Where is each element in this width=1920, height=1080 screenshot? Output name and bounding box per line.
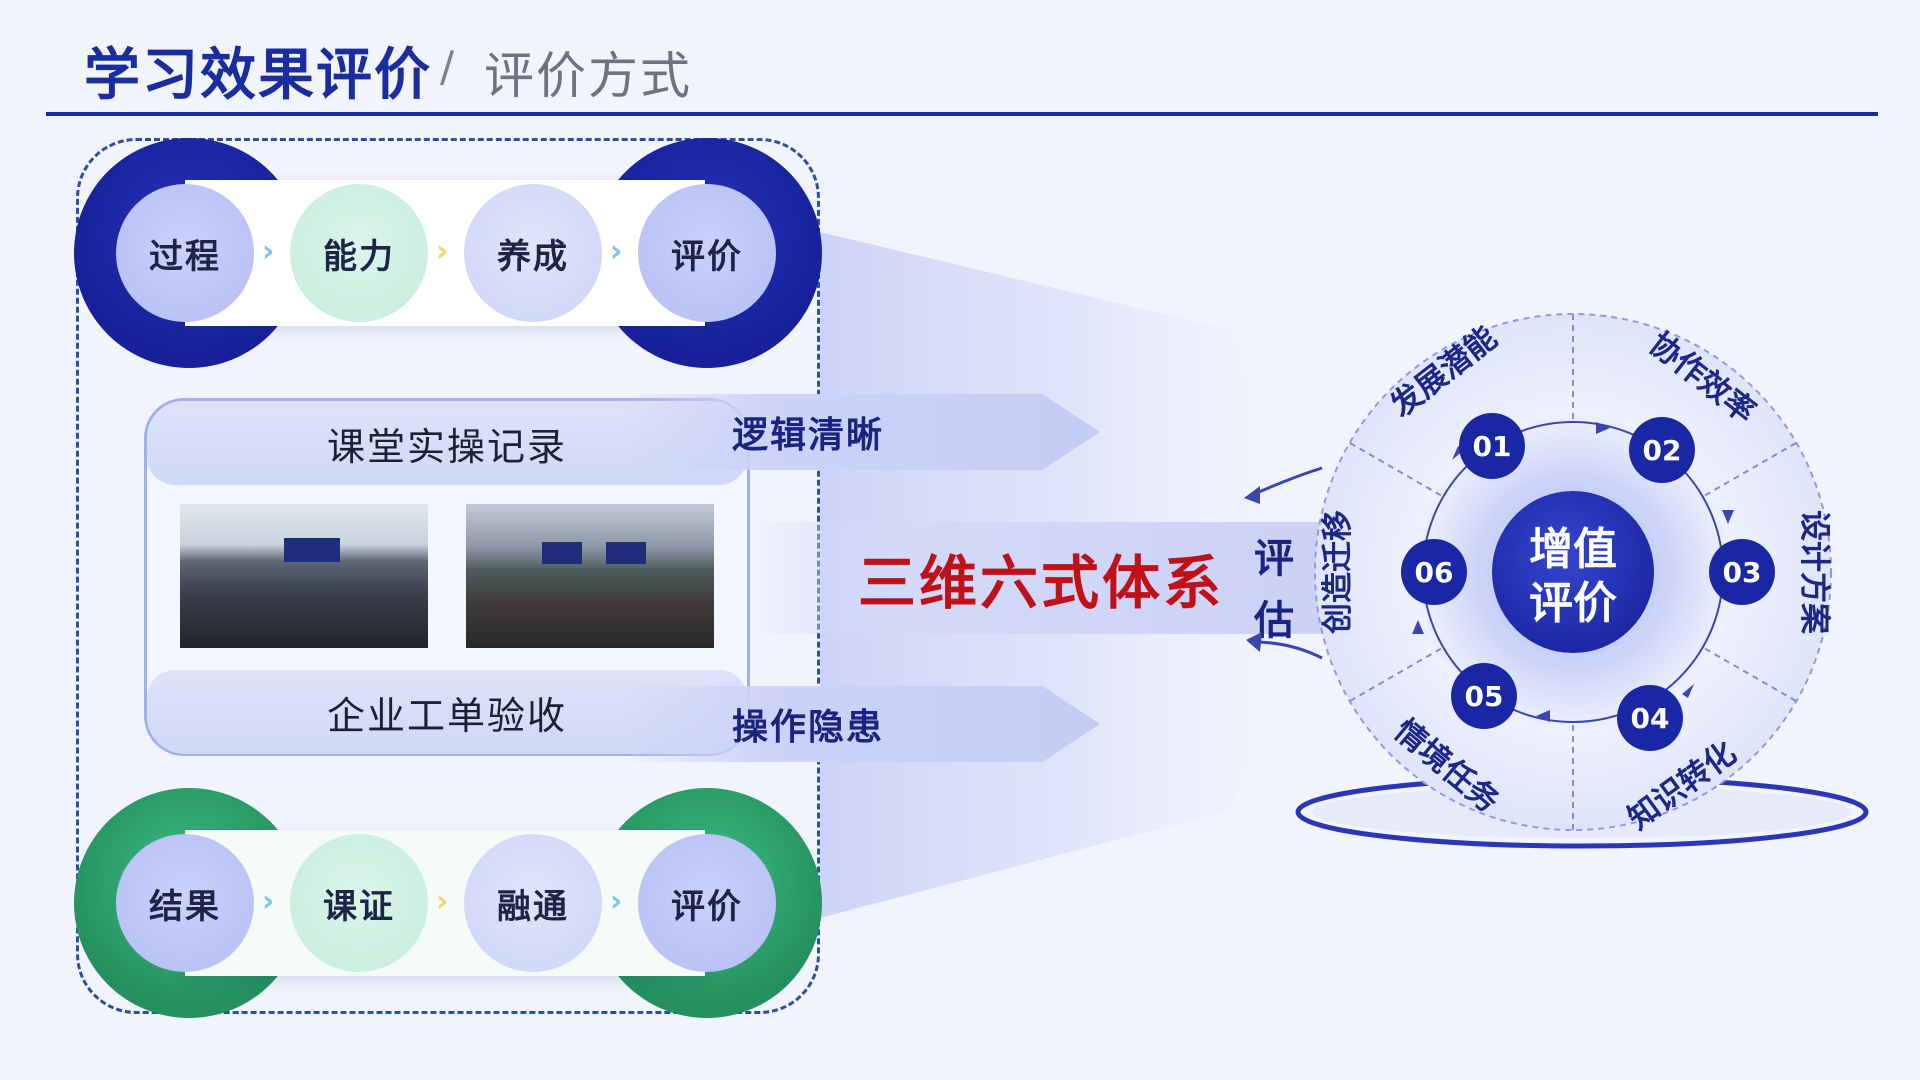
cycle-node-04: 04	[1617, 685, 1683, 751]
segment-label-6: 创造迁移	[1320, 510, 1356, 635]
classroom-photo-2	[466, 504, 714, 648]
chevron-right-icon: ›	[610, 884, 623, 919]
chevron-right-icon: ›	[436, 884, 449, 919]
value-added-cycle: 增值 评价 01 02 03 04 05 06 发展潜能 协作效率 设计方案 知…	[1244, 313, 1869, 849]
title-separator: /	[440, 42, 455, 91]
chevron-right-icon: ›	[436, 234, 449, 269]
svg-text:06: 06	[1415, 556, 1454, 589]
chevron-right-icon: ›	[610, 234, 623, 269]
segment-label-3: 设计方案	[1796, 510, 1832, 635]
cycle-node-06: 06	[1401, 539, 1467, 605]
svg-text:04: 04	[1631, 702, 1670, 735]
cycle-node-01: 01	[1459, 413, 1525, 479]
process-step-2: 能力	[290, 184, 428, 322]
logic-clear-tag: 逻辑清晰	[620, 394, 1100, 470]
center-label-1: 增值	[1529, 524, 1617, 575]
svg-text:03: 03	[1723, 556, 1762, 589]
result-step-4: 评价	[638, 834, 776, 972]
center-label-2: 评价	[1529, 578, 1617, 629]
page-subtitle: 评价方式	[484, 47, 692, 105]
cycle-node-03: 03	[1709, 539, 1775, 605]
svg-text:02: 02	[1643, 434, 1682, 467]
evaluate-label: 评估	[1254, 536, 1294, 644]
chevron-right-icon: ›	[262, 234, 275, 269]
process-step-4: 评价	[638, 184, 776, 322]
result-step-1: 结果	[116, 834, 254, 972]
header-rule	[46, 112, 1878, 116]
process-flow-bar	[185, 180, 705, 326]
result-flow-bar	[185, 830, 705, 976]
result-step-3: 融通	[464, 834, 602, 972]
operation-risk-tag: 操作隐患	[620, 686, 1100, 762]
cycle-node-05: 05	[1451, 663, 1517, 729]
three-dim-six-system-tag: 三维六式体系	[752, 522, 1402, 634]
classroom-photo-1	[180, 504, 428, 648]
process-step-1: 过程	[116, 184, 254, 322]
svg-text:05: 05	[1465, 680, 1504, 713]
result-step-2: 课证	[290, 834, 428, 972]
cycle-node-02: 02	[1629, 417, 1695, 483]
process-step-3: 养成	[464, 184, 602, 322]
chevron-right-icon: ›	[262, 884, 275, 919]
svg-text:01: 01	[1473, 430, 1512, 463]
page-title: 学习效果评价	[84, 43, 432, 108]
